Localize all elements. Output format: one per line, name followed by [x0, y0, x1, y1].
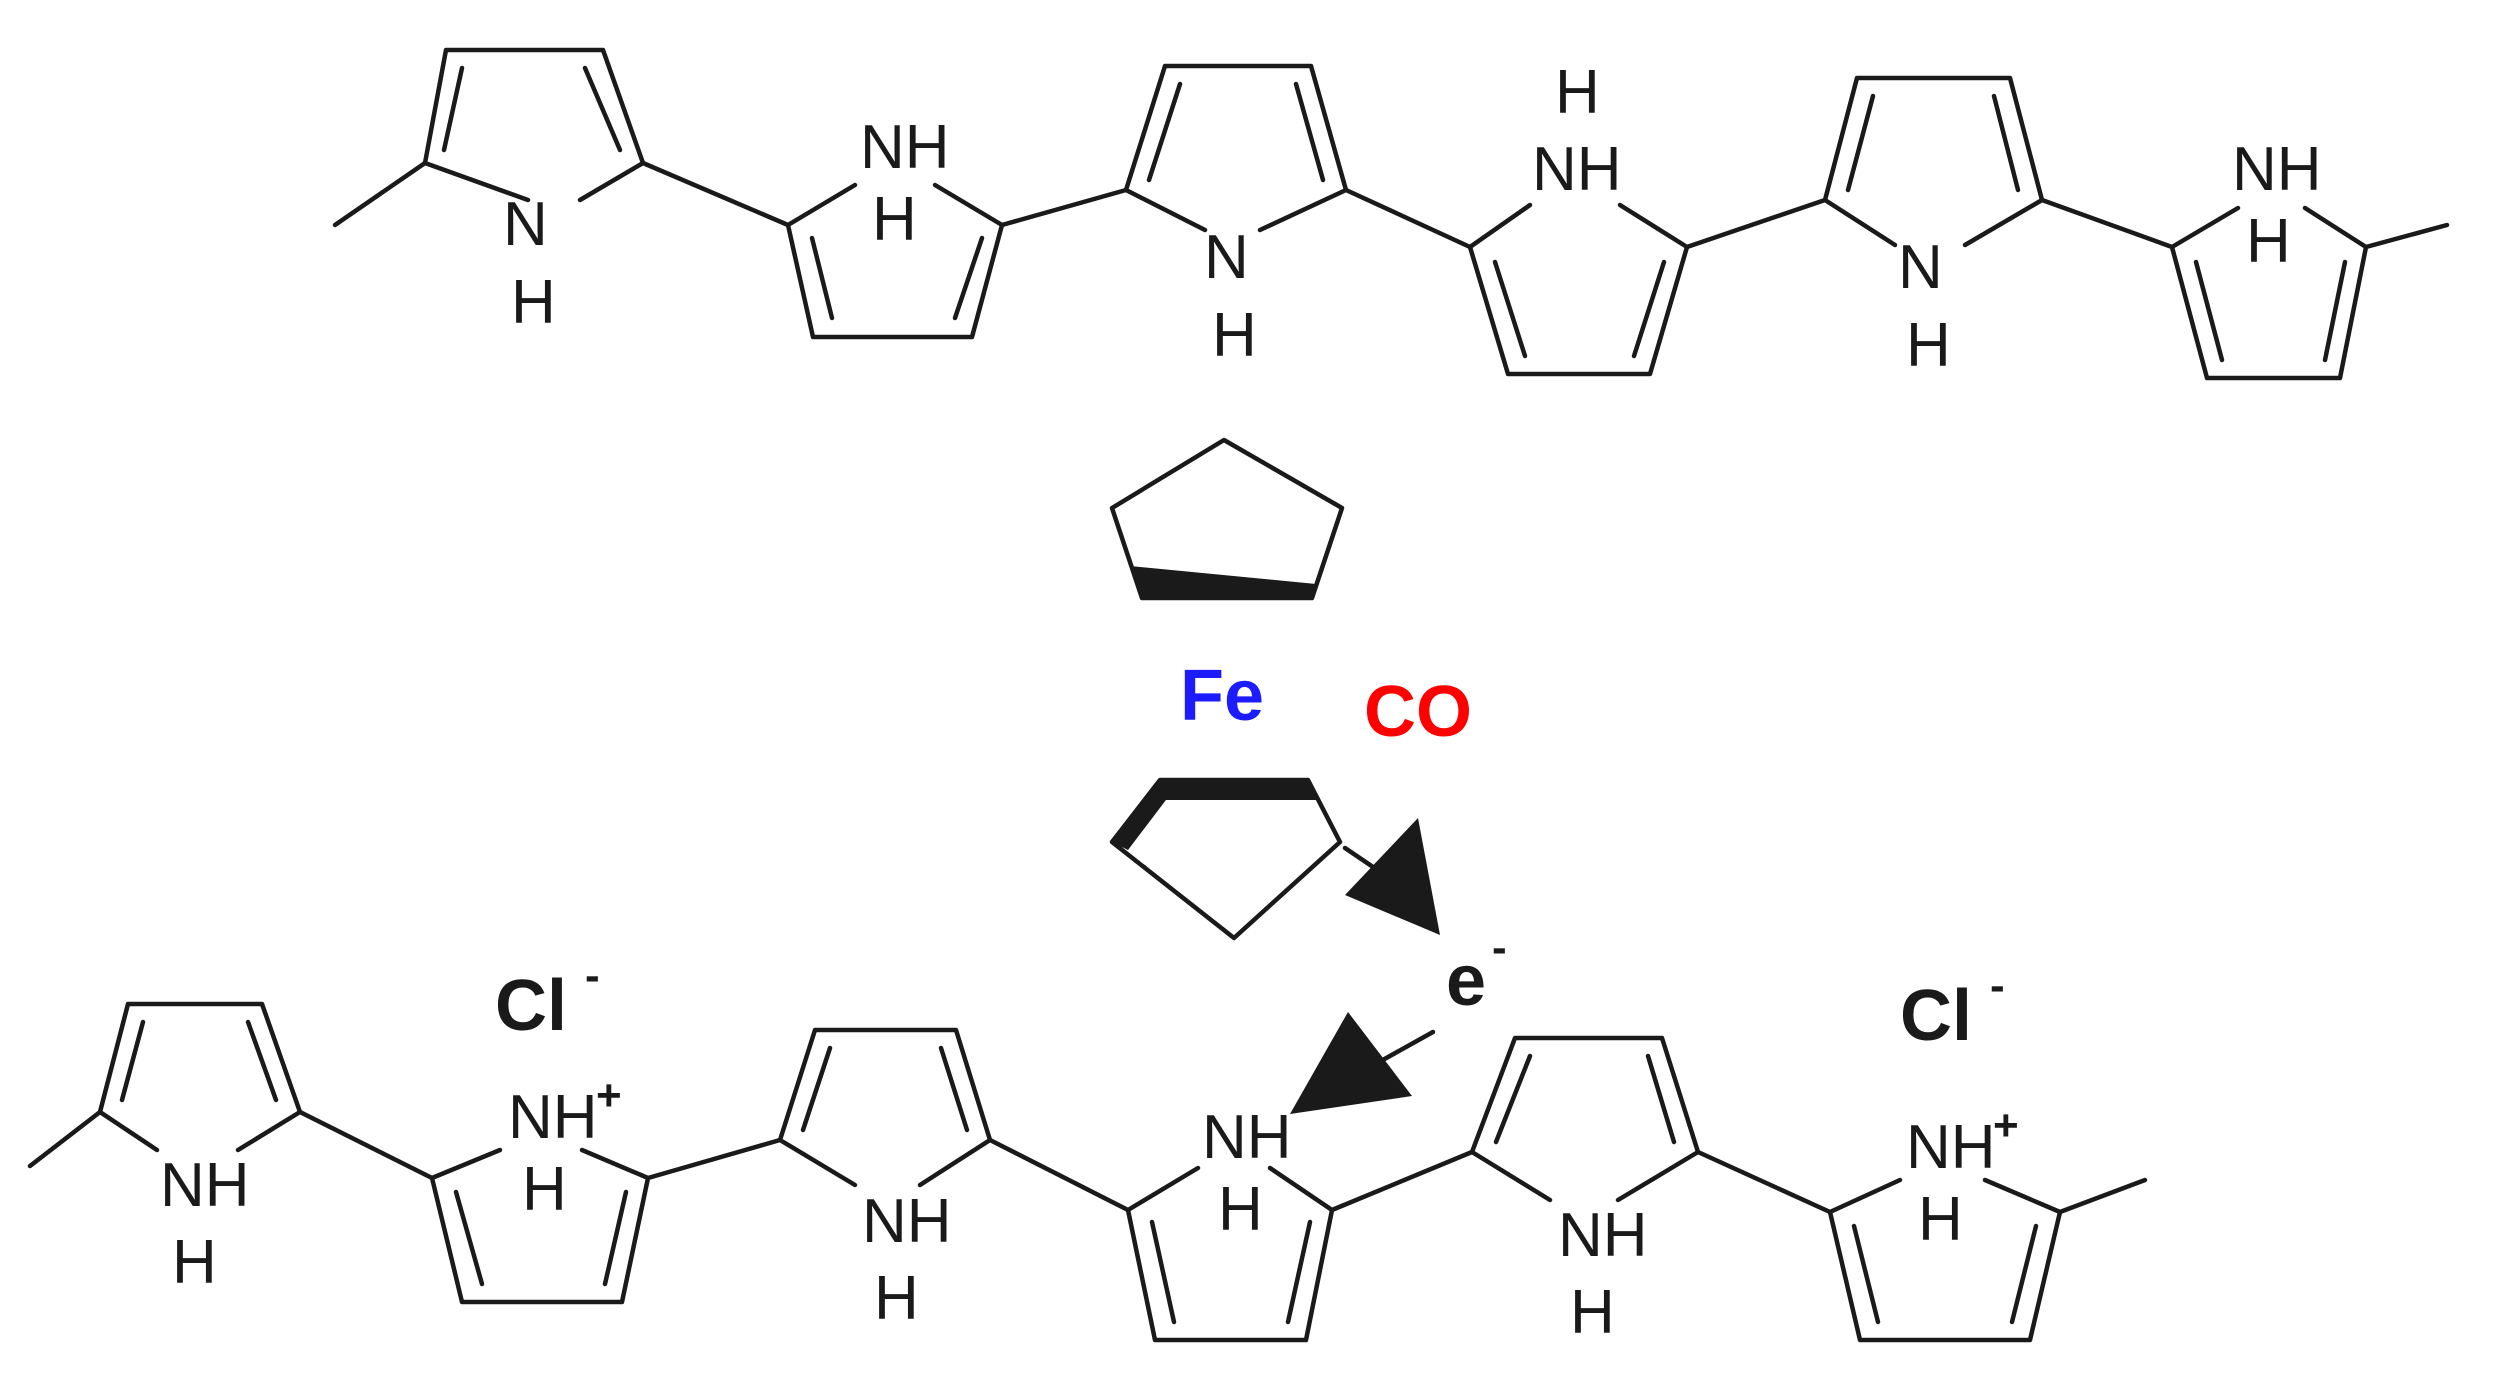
- carbon-monoxide-label: CO: [1364, 672, 1472, 752]
- atom-label-n: N: [1204, 223, 1249, 292]
- chloride-counterion: Cl -: [1900, 961, 2005, 1056]
- chloride-label: Cl: [495, 966, 567, 1046]
- pyrrole-ring: N H: [1123, 63, 1349, 370]
- atom-label-nh: NH: [1532, 135, 1622, 204]
- atom-label-h: H: [874, 1264, 919, 1333]
- negative-charge: -: [585, 951, 600, 1000]
- atom-label-h: H: [522, 1155, 567, 1224]
- pyrrole-ring: NH H: [2169, 135, 2369, 381]
- pyrrole-ring: NH H: [97, 1001, 303, 1297]
- atom-label-h: H: [1906, 311, 1951, 380]
- atom-label-h: H: [872, 185, 917, 254]
- electron-arrow-head: [1345, 818, 1440, 935]
- positive-charge: +: [596, 1071, 622, 1120]
- atom-label-h: H: [1918, 1185, 1963, 1254]
- top-polypyrrole-chain: N H NH H N H NH H: [332, 47, 2450, 381]
- electron-label: e: [1446, 941, 1486, 1021]
- atom-label-h: H: [1570, 1278, 1615, 1347]
- atom-label-nh: NH: [1906, 1113, 1996, 1182]
- atom-label-nh: NH: [2232, 135, 2322, 204]
- pyrrole-ring: NH H: [1467, 58, 1690, 377]
- atom-label-h: H: [1555, 58, 1600, 127]
- pyrrole-ring: NH H: [777, 1027, 993, 1333]
- atom-label-h: H: [2246, 207, 2291, 276]
- atom-label-n: N: [1898, 233, 1943, 302]
- pyrrole-ring: NH H: [1125, 1103, 1335, 1343]
- pyrrole-ring: N H: [422, 47, 646, 337]
- cyclopentadienyl-ring: [1109, 437, 1345, 601]
- ferrocene-fragment: Fe CO: [1109, 437, 1472, 941]
- electron-charge: -: [1492, 923, 1507, 972]
- pyrrole-ring: NH H: [785, 113, 1005, 340]
- pyrrole-ring: NH H: [1469, 1035, 1701, 1347]
- atom-label-h: H: [511, 268, 556, 337]
- atom-label-nh: NH: [1202, 1103, 1292, 1172]
- bottom-polypyrrole-chain: NH H NH + H NH H NH H: [27, 951, 2148, 1347]
- atom-label-nh: NH: [160, 1151, 250, 1220]
- pyrrole-ring: NH + H: [429, 1071, 651, 1305]
- positive-charge: +: [1993, 1101, 2019, 1150]
- electron-transfer: e -: [1290, 818, 1507, 1114]
- atom-label-h: H: [1212, 301, 1257, 370]
- chloride-counterion: Cl -: [495, 951, 600, 1046]
- atom-label-n: N: [503, 190, 548, 259]
- chloride-label: Cl: [1900, 976, 1972, 1056]
- atom-label-nh: NH: [862, 1187, 952, 1256]
- atom-label-h: H: [172, 1228, 217, 1297]
- iron-label: Fe: [1180, 656, 1264, 736]
- cyclopentadienyl-ring: [1109, 777, 1343, 941]
- pyrrole-ring: NH + H: [1827, 1101, 2063, 1343]
- atom-label-nh: NH: [1558, 1201, 1648, 1270]
- pyrrole-ring: N H: [1822, 75, 2045, 380]
- atom-label-h: H: [1218, 1175, 1263, 1244]
- atom-label-nh: NH: [508, 1083, 598, 1152]
- negative-charge: -: [1990, 961, 2005, 1010]
- atom-label-nh: NH: [860, 113, 950, 182]
- electron-arrow-head: [1290, 1012, 1412, 1114]
